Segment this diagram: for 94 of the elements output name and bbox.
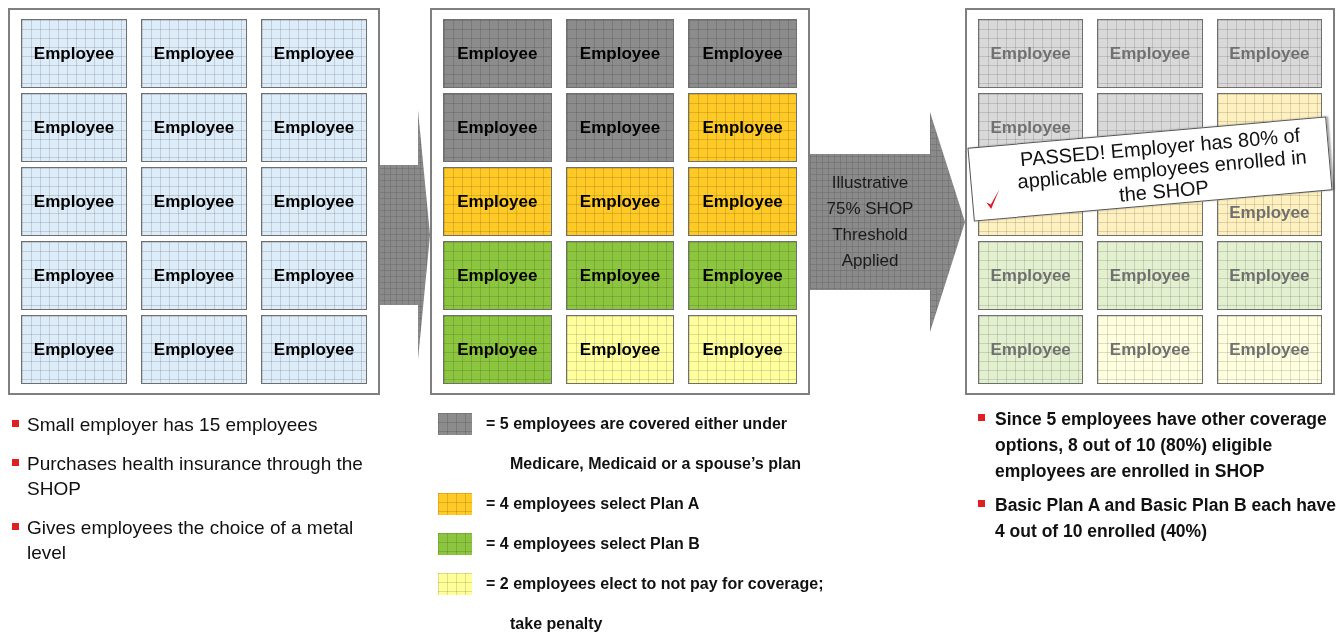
employee-label: Employee bbox=[457, 42, 538, 65]
employee-box bbox=[21, 241, 127, 310]
employee-label: Employee bbox=[702, 42, 783, 65]
employee-box bbox=[443, 93, 552, 162]
block-arrow bbox=[810, 112, 965, 332]
employee-label: Employee bbox=[702, 116, 783, 139]
employee-label: Employee bbox=[579, 116, 661, 139]
employee-label: Employee bbox=[33, 42, 115, 65]
employee-box bbox=[978, 315, 1084, 384]
bullet-text: Gives employees the choice of a metal level bbox=[27, 516, 355, 565]
employee-box bbox=[978, 241, 1084, 310]
employee-box bbox=[1216, 241, 1322, 310]
legend-text: = 4 employees select Plan A bbox=[486, 494, 701, 514]
employee-box bbox=[978, 19, 1084, 88]
employee-label: Employee bbox=[273, 338, 355, 361]
employee-label: Employee bbox=[1229, 338, 1310, 361]
employee-box bbox=[141, 19, 247, 88]
employee-label: Employee bbox=[153, 338, 235, 361]
employee-label: Employee bbox=[1109, 42, 1191, 65]
employee-label: Employee bbox=[33, 338, 115, 361]
employee-label: Employee bbox=[153, 116, 235, 139]
employee-label: Employee bbox=[1109, 264, 1191, 287]
employee-box bbox=[1097, 241, 1203, 310]
employee-box bbox=[21, 167, 127, 236]
employee-box bbox=[1216, 315, 1322, 384]
employee-label: Employee bbox=[33, 116, 115, 139]
employee-box bbox=[261, 93, 367, 162]
employee-box bbox=[141, 315, 247, 384]
employee-box bbox=[443, 19, 552, 88]
employee-label: Employee bbox=[579, 264, 661, 287]
legend-text: = 2 employees elect to not pay for coverage; take penalty bbox=[486, 574, 825, 634]
employee-box bbox=[21, 19, 127, 88]
employee-label: Employee bbox=[579, 190, 661, 213]
employee-label: Employee bbox=[990, 42, 1071, 65]
employee-label: Employee bbox=[273, 264, 355, 287]
employee-box bbox=[1097, 315, 1203, 384]
employee-label: Employee bbox=[457, 116, 538, 139]
employee-label: Employee bbox=[1229, 264, 1310, 287]
employee-box bbox=[688, 19, 797, 88]
employee-label: Employee bbox=[273, 116, 355, 139]
employee-box bbox=[688, 241, 797, 310]
employee-label: Employee bbox=[990, 116, 1071, 139]
bullet-text: Basic Plan A and Basic Plan B each have 4 out of 10 enrolled (40%) bbox=[995, 494, 1338, 543]
employee-label: Employee bbox=[579, 42, 661, 65]
employee-box bbox=[21, 315, 127, 384]
edge-label: Illustrative 75% SHOP Threshold Applied bbox=[825, 172, 915, 272]
employee-label: Employee bbox=[1109, 338, 1191, 361]
employee-label: Employee bbox=[457, 190, 538, 213]
employee-box bbox=[141, 93, 247, 162]
employee-box bbox=[141, 167, 247, 236]
employee-box bbox=[261, 241, 367, 310]
employee-box bbox=[21, 93, 127, 162]
employee-box bbox=[1097, 19, 1203, 88]
employee-box bbox=[141, 241, 247, 310]
employee-label: Employee bbox=[273, 42, 355, 65]
employee-box bbox=[443, 241, 552, 310]
employee-label: Employee bbox=[579, 338, 661, 361]
employee-box bbox=[443, 167, 552, 236]
employee-label: Employee bbox=[990, 264, 1071, 287]
employee-box bbox=[565, 241, 675, 310]
employee-label: Employee bbox=[153, 42, 235, 65]
employee-box bbox=[565, 19, 675, 88]
legend-text: = 5 employees are covered either under Medicare, Medicaid or a spouse’s plan bbox=[486, 414, 803, 474]
employee-box bbox=[261, 167, 367, 236]
employee-label: Employee bbox=[33, 190, 115, 213]
panel-frame bbox=[430, 8, 810, 395]
employee-label: Employee bbox=[702, 264, 783, 287]
bullet-text: Small employer has 15 employees bbox=[27, 413, 318, 437]
panel-frame bbox=[8, 8, 380, 395]
employee-label: Employee bbox=[457, 264, 538, 287]
employee-box bbox=[688, 93, 797, 162]
employee-label: Employee bbox=[457, 338, 538, 361]
employee-label: Employee bbox=[1229, 201, 1310, 224]
employee-box bbox=[261, 19, 367, 88]
employee-box bbox=[565, 167, 675, 236]
bullet-text: Since 5 employees have other coverage options, 8 out of 10 (80%) eligible employees are enrolled in SHOP bbox=[995, 408, 1328, 483]
employee-label: Employee bbox=[990, 338, 1071, 361]
employee-box bbox=[261, 315, 367, 384]
employee-box bbox=[1216, 19, 1322, 88]
bullet-text: Purchases health insurance through the SHOP bbox=[27, 452, 364, 501]
legend-text: = 4 employees select Plan B bbox=[486, 534, 701, 554]
employee-label: Employee bbox=[702, 338, 783, 361]
employee-box bbox=[565, 315, 675, 384]
employee-label: Employee bbox=[702, 190, 783, 213]
employee-box bbox=[565, 93, 675, 162]
employee-label: Employee bbox=[1229, 42, 1310, 65]
employee-label: Employee bbox=[153, 264, 235, 287]
employee-label: Employee bbox=[33, 264, 115, 287]
employee-box bbox=[688, 315, 797, 384]
employee-label: Employee bbox=[153, 190, 235, 213]
employee-box bbox=[688, 167, 797, 236]
employee-label: Employee bbox=[273, 190, 355, 213]
panel-frame bbox=[965, 8, 1335, 395]
employee-box bbox=[443, 315, 552, 384]
